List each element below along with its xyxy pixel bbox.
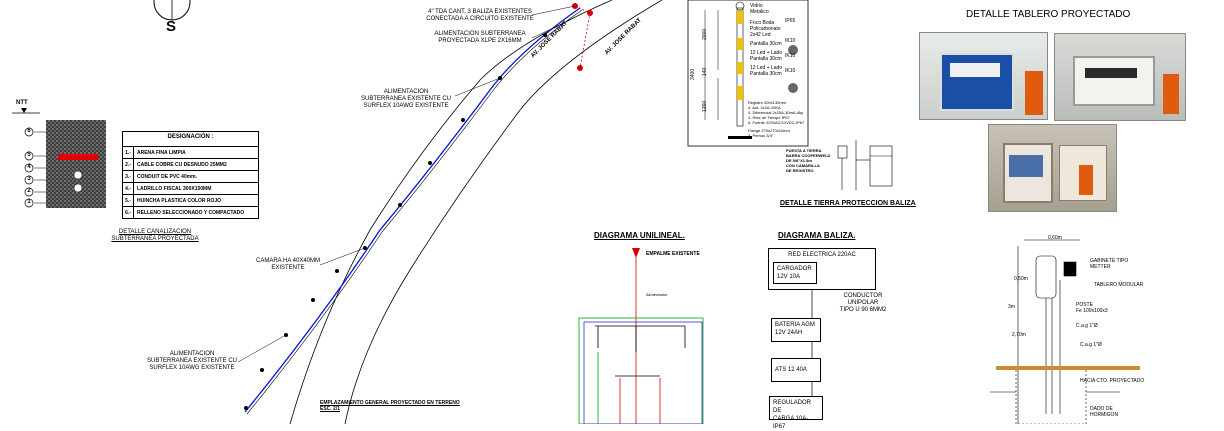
layer-number: 4 <box>27 164 31 170</box>
regulador-box: REGULADOR DE CARGA 10A-IP67 <box>769 396 823 430</box>
tablero-title: DETALLE TABLERO PROYECTADO <box>966 9 1131 20</box>
layer-number: 2 <box>27 188 31 194</box>
designation-row: 2.-CABLE COBRE CU DESNUDO 25MM2 <box>123 159 258 171</box>
conductor-note: CONDUCTOR UNIPOLAR TIPO U 90 6MM2 <box>839 293 887 313</box>
pole-spec-list: Vidrio Metalico Foco Boda Policarbonato … <box>750 3 783 77</box>
road-outline <box>289 0 663 424</box>
layer-number: 6 <box>27 128 31 134</box>
post-top-dim: 0,60m <box>1048 235 1062 241</box>
alim-existing-note-bottom: ALIMENTACION SUBTERRANEA EXISTENTE CU SU… <box>146 351 238 371</box>
designation-row: 1.-ARENA FINA LIMPIA <box>123 147 258 159</box>
pole-dim: 1260 <box>702 100 708 112</box>
designation-row: 4.-LADRILLO FISCAL 300X150MM <box>123 183 258 195</box>
designation-row: 6.-RELLENO SELECCIONADO Y COMPACTADO <box>123 207 258 218</box>
compass-letter: S <box>166 18 177 35</box>
designation-title: DESIGNACIÓN : <box>123 132 258 147</box>
tablero-modular-label: TABLERO MODULAR <box>1094 282 1144 288</box>
post-dim: 0,50m <box>1014 276 1028 282</box>
post-dim: 2,70m <box>1012 332 1026 338</box>
post-dim: 3m <box>1008 304 1015 310</box>
pole-dim: 140 <box>702 67 708 76</box>
ik-rating: IK10 <box>785 53 796 59</box>
designation-table: DESIGNACIÓN : 1.-ARENA FINA LIMPIA 2.-CA… <box>122 131 259 219</box>
baliza-diagram-title: DIAGRAMA BALIZA. <box>778 231 856 240</box>
emplazamiento-caption: EMPLAZAMIENTO GENERAL PROYECTADO EN TERR… <box>320 400 460 412</box>
ik-rating: IK10 <box>785 38 796 44</box>
cag-label-2: C.a.g 1"Ø <box>1080 342 1102 348</box>
unilineal-title: DIAGRAMA UNILINEAL. <box>594 231 685 240</box>
tablero-photo-3 <box>988 124 1117 212</box>
cag-label-1: C.a.g 1"Ø <box>1076 323 1098 329</box>
layer-number: 5 <box>27 152 31 158</box>
ground-note: PUESTA A TIERRA BARRA COOPERWELD DE 5/8"… <box>786 148 831 173</box>
trench-section <box>12 108 106 208</box>
dado-label: DADO DE HORMIGON <box>1090 406 1119 418</box>
designation-row: 5.-HUINCHA PLASTICA COLOR ROJO <box>123 195 258 207</box>
pole-dim: 3400 <box>690 68 696 80</box>
pole-dim: 2000 <box>702 28 708 40</box>
beacon-pole <box>704 1 752 139</box>
cable-route <box>244 7 581 413</box>
designation-row: 3.-CONDUIT DE PVC 40mm. <box>123 171 258 183</box>
tablero-photo-1 <box>919 32 1048 120</box>
bateria-box: BATERIA AGM 12V 24AH <box>771 318 821 342</box>
ground-detail <box>837 140 893 190</box>
unilineal-note: Alimentador <box>646 292 668 297</box>
alim-projected-note: ALIMENTACION SUBTERRANEA PROYECTADA XLPE… <box>434 31 526 44</box>
single-line-diagram <box>578 248 704 424</box>
alim-existing-note-top: ALIMENTACION SUBTERRANEA EXISTENTE CU SU… <box>360 89 452 109</box>
ats-box: ATS 12 40A <box>771 358 821 382</box>
compass-icon <box>153 0 191 21</box>
camera-nodes <box>244 33 547 410</box>
canalizacion-caption: DETALLE CANALIZACION SUBTERRANEA PROYECT… <box>111 229 199 242</box>
ik-rating: IK10 <box>785 68 796 74</box>
cargador-box: CARGADOR 12V 10A <box>773 262 817 284</box>
poste-label: POSTE Fe 100x100x3 <box>1076 302 1108 314</box>
hacia-label: HACIA CTO. PROYECTADO <box>1080 378 1145 384</box>
layer-number: 1 <box>27 199 31 205</box>
unilineal-feed-label: EMPALME EXISTENTE <box>646 251 700 257</box>
tablero-photo-2 <box>1054 33 1186 121</box>
pole-bottom-specs: Registro 400x130mm 4. Aut. 2x2A-10KA 4. … <box>748 100 805 138</box>
gabinete-label: GABINETE TIPO METTER <box>1090 258 1129 270</box>
ntt-label: NTT <box>16 100 28 106</box>
layer-number: 3 <box>27 176 31 182</box>
ground-title: DETALLE TIERRA PROTECCION BALIZA <box>780 200 916 207</box>
ip-rating: IP65 <box>785 18 796 24</box>
camara-note: CAMARA HA 40X40MM EXISTENTE <box>255 258 321 271</box>
baliza-note: 4" TDA CANT. 3 BALIZA EXISTENTES CONECTA… <box>426 9 534 22</box>
